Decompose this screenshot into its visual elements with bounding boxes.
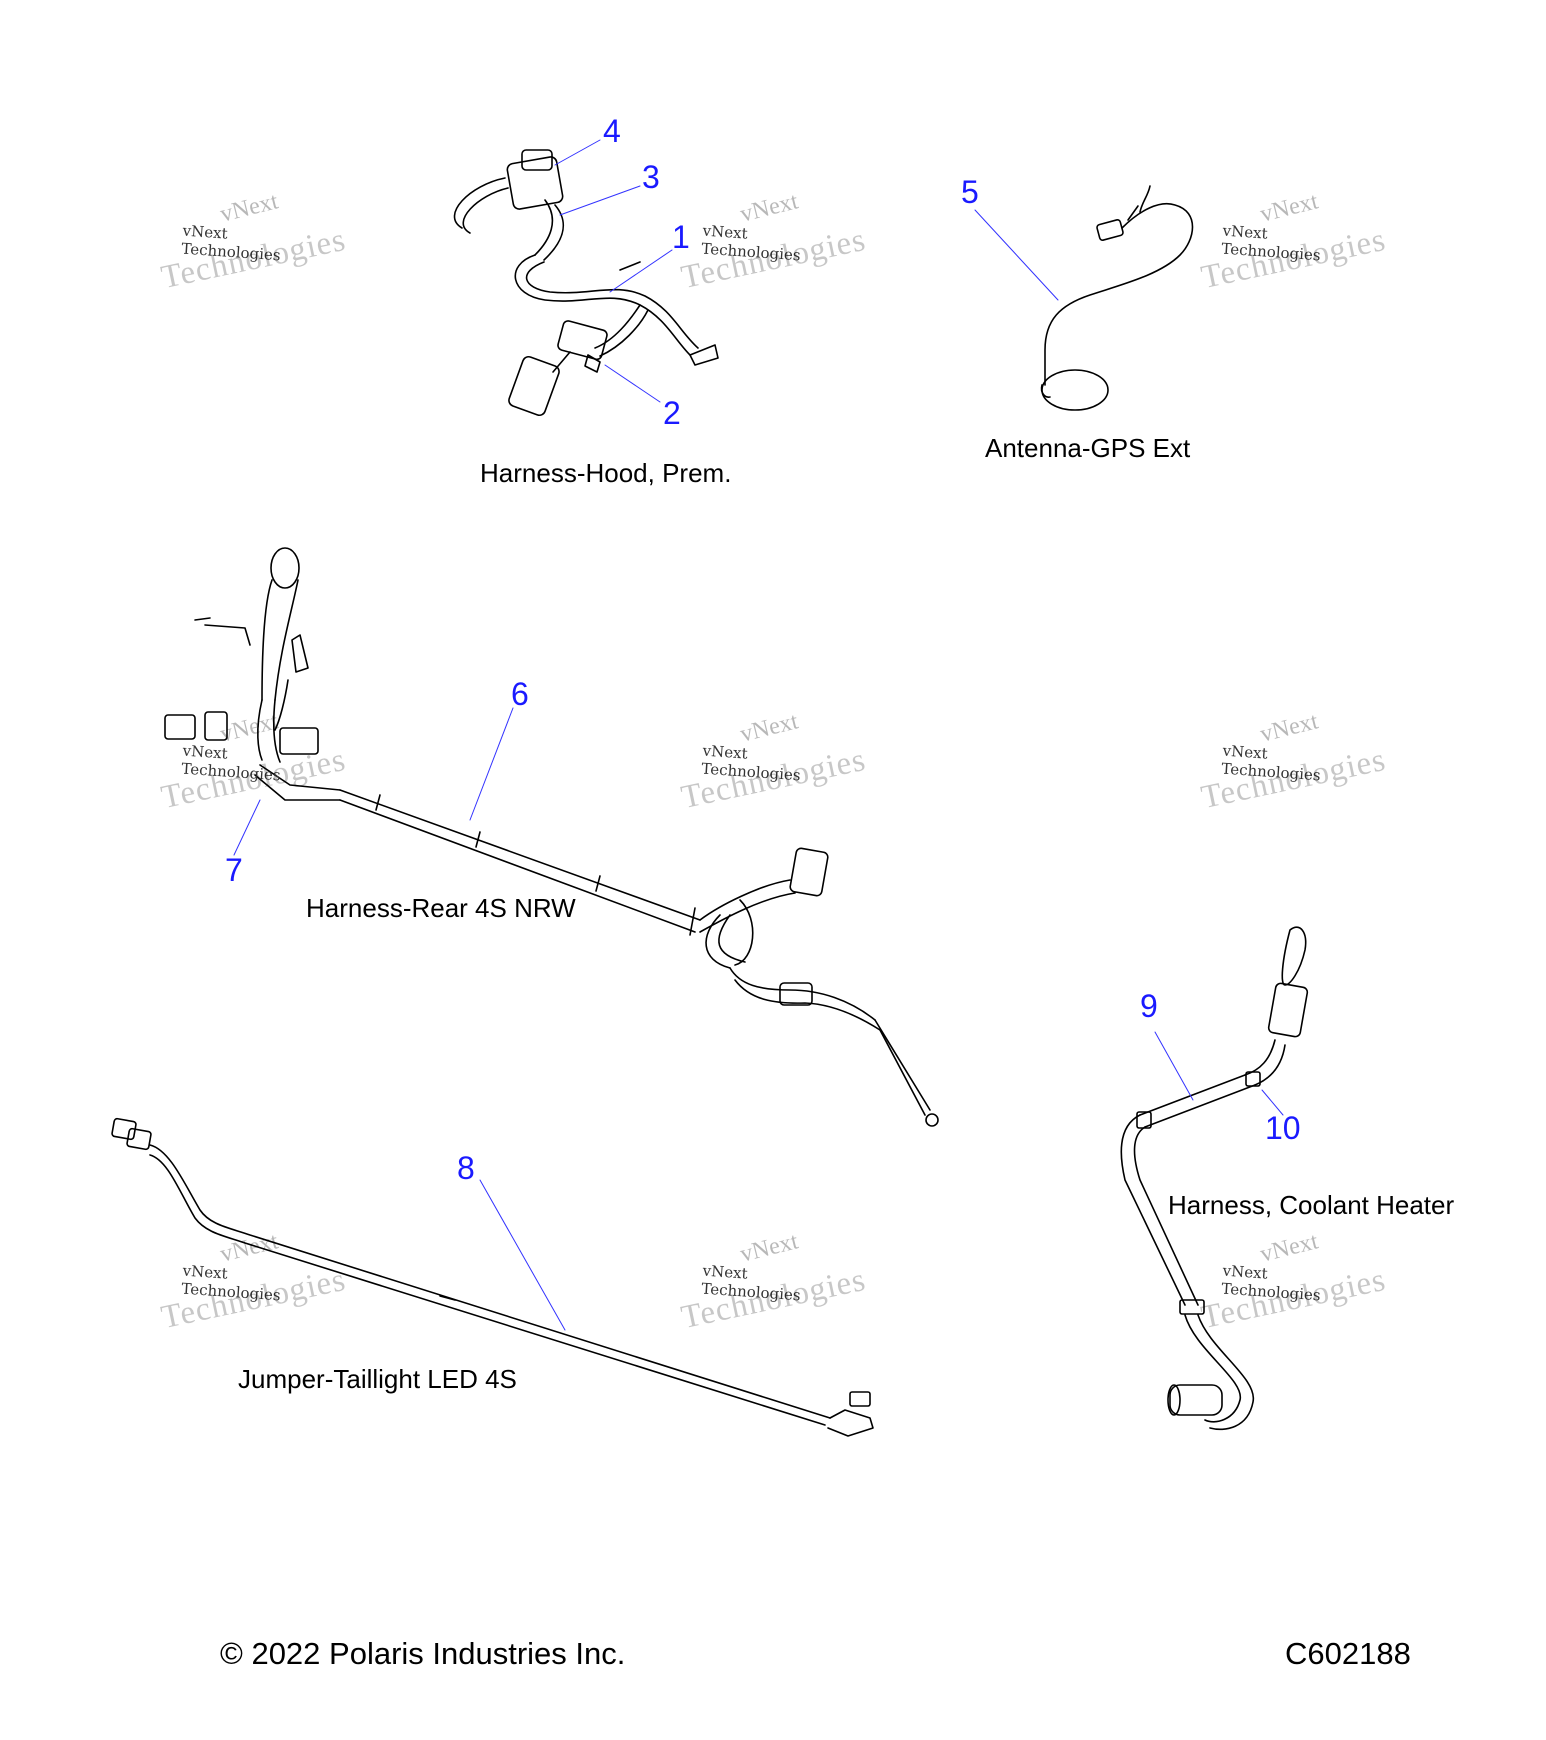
callout-8[interactable]: 8 [457,1150,475,1186]
caption-taillight-jumper: Jumper-Taillight LED 4S [238,1364,517,1394]
callout-10[interactable]: 10 [1265,1110,1301,1146]
hood-leader-lines [554,139,673,403]
caption-rear-harness: Harness-Rear 4S NRW [306,893,576,923]
callout-7[interactable]: 7 [225,852,243,888]
rear-harness-drawing [164,547,939,1127]
coolant-harness-drawing [1120,926,1309,1431]
gps-leader-line [974,209,1059,301]
caption-hood-harness: Harness-Hood, Prem. [480,458,732,488]
rear-leader-lines [233,707,514,856]
taillight-jumper-drawing [111,1117,874,1437]
callout-4[interactable]: 4 [603,113,621,149]
caption-coolant-harness: Harness, Coolant Heater [1168,1190,1455,1220]
callout-6[interactable]: 6 [511,676,529,712]
callout-9[interactable]: 9 [1140,988,1158,1024]
caption-gps-antenna: Antenna-GPS Ext [985,433,1191,463]
callout-2[interactable]: 2 [663,395,681,431]
callout-1[interactable]: 1 [672,219,690,255]
figure-code: C602188 [1285,1636,1411,1671]
coolant-leader-lines [1154,1031,1284,1116]
callout-5[interactable]: 5 [961,174,979,210]
taillight-leader-line [479,1179,566,1331]
callout-3[interactable]: 3 [642,159,660,195]
copyright-text: © 2022 Polaris Industries Inc. [220,1636,626,1671]
hood-harness-drawing [453,149,719,417]
gps-antenna-drawing [1040,185,1194,411]
